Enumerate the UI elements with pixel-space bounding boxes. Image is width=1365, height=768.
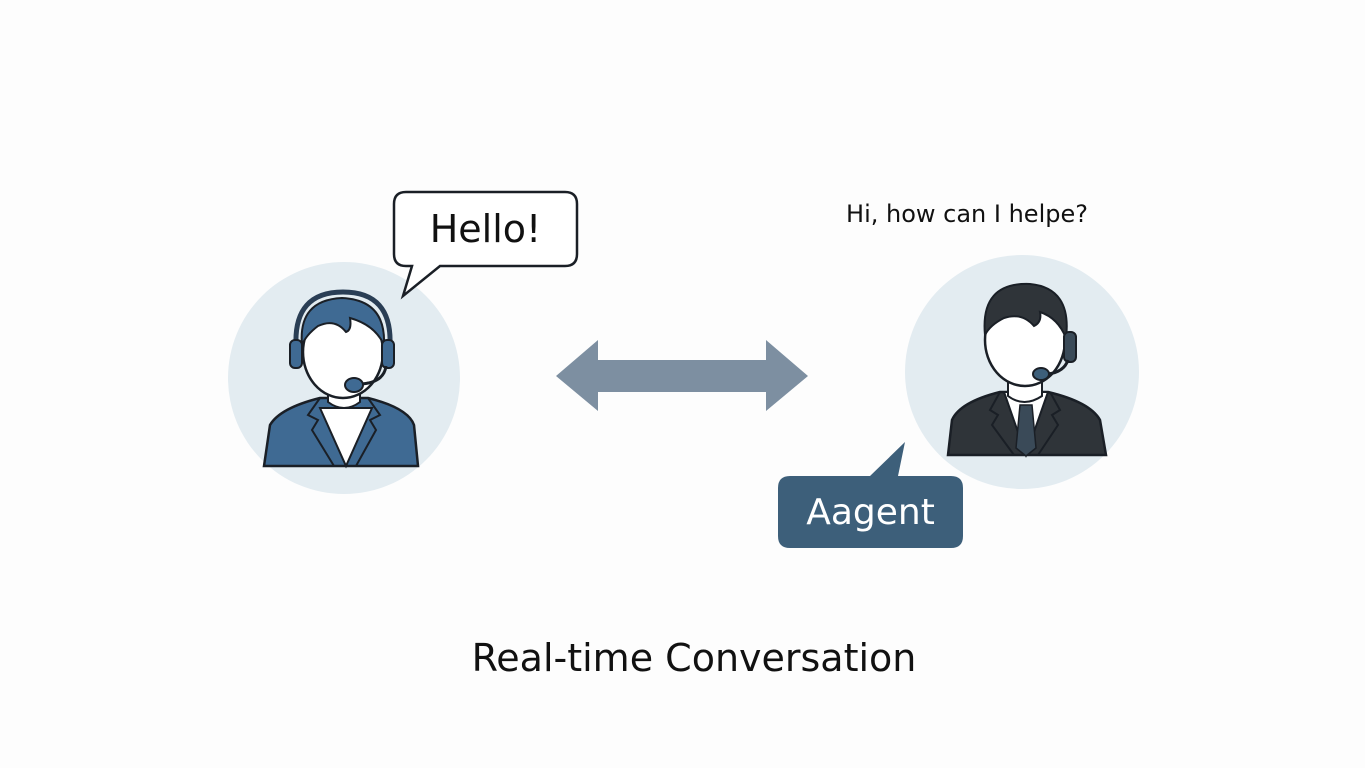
agent-label-text: Aagent <box>806 491 935 533</box>
hello-speech-bubble <box>392 190 579 300</box>
agent-label-bubble <box>778 442 963 548</box>
agent-avatar <box>905 255 1139 489</box>
agent-speech-text: Hi, how can I helpe? <box>846 200 1088 228</box>
hello-text: Hello! <box>429 207 542 251</box>
bidirectional-arrow-icon <box>556 340 808 411</box>
customer-avatar <box>228 262 460 494</box>
diagram-caption: Real-time Conversation <box>471 636 917 680</box>
